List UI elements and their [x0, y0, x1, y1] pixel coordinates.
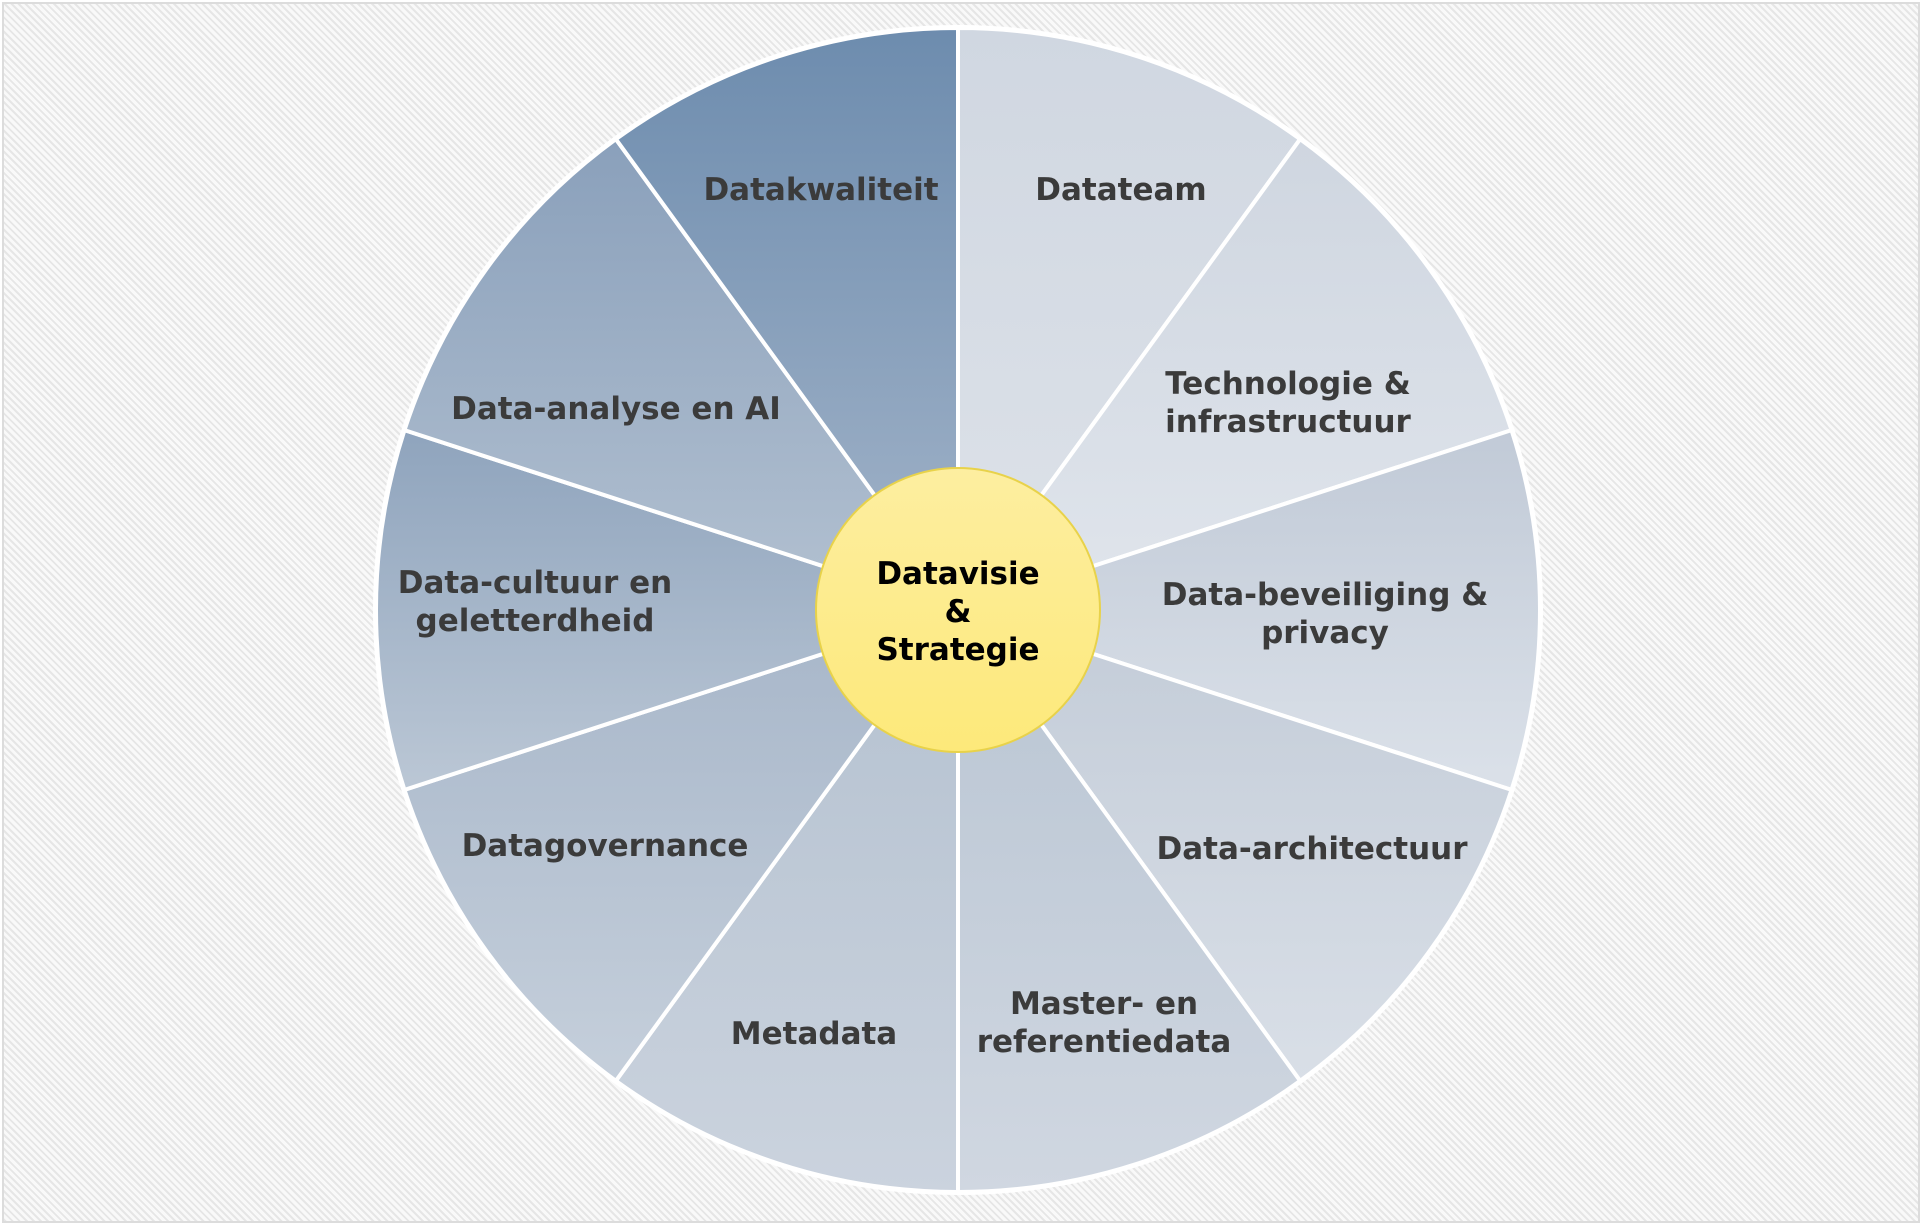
segment-label-data-analyse: Data-analyse en AI: [451, 391, 781, 427]
segment-label-datacultuur: Data-cultuur en: [398, 565, 672, 601]
center-title-line-3: Strategie: [876, 632, 1039, 668]
segment-label-technologie: Technologie &: [1165, 366, 1410, 402]
segment-label-beveiliging: privacy: [1261, 615, 1389, 651]
segment-label-masterdata: Master- en: [1010, 986, 1198, 1022]
wheel-segments: [373, 25, 1543, 1195]
segment-label-beveiliging: Data-beveiliging &: [1162, 577, 1488, 613]
segment-label-datacultuur: geletterdheid: [416, 603, 655, 639]
segment-label-datakwaliteit: Datakwaliteit: [703, 172, 938, 208]
center-title-line-1: Datavisie: [876, 556, 1039, 592]
segment-label-masterdata: referentiedata: [977, 1024, 1232, 1060]
segment-label-architectuur: Data-architectuur: [1157, 831, 1469, 867]
outer-ring: [373, 25, 1543, 1195]
segment-label-datagovernance: Datagovernance: [462, 828, 749, 864]
center-circle: [815, 467, 1101, 753]
center-hub: Datavisie & Strategie: [815, 467, 1101, 753]
segment-label-metadata: Metadata: [731, 1016, 897, 1052]
center-title-line-2: &: [944, 594, 971, 630]
segment-label-datateam: Datateam: [1035, 172, 1206, 208]
segment-label-technologie: infrastructuur: [1165, 404, 1411, 440]
